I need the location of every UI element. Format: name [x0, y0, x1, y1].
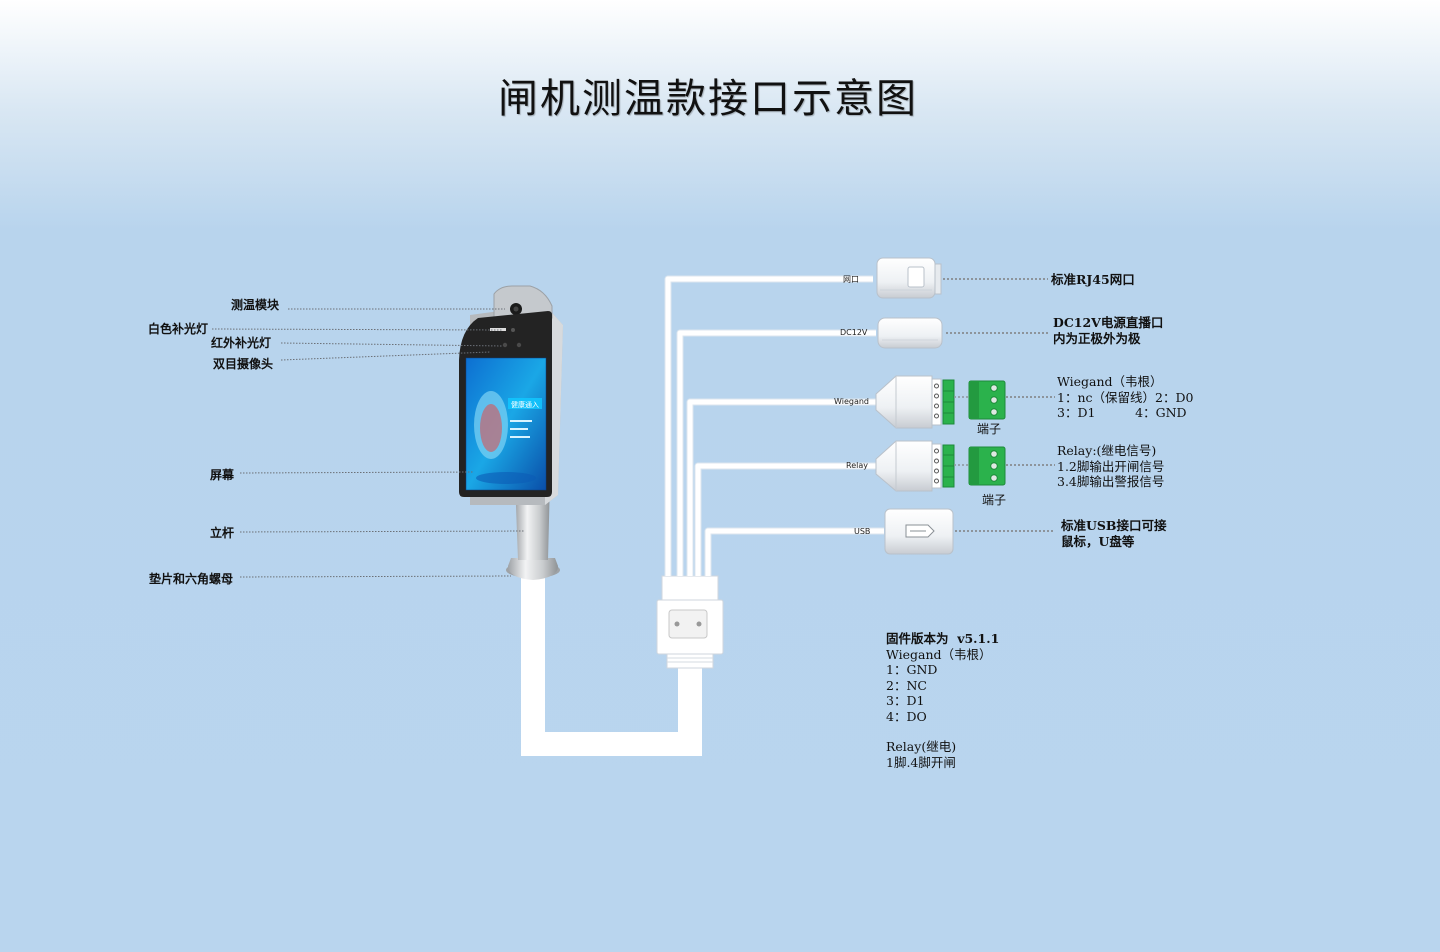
branch-cables: [664, 275, 884, 576]
desc-relay-line3: 3.4脚输出警报信号: [1057, 474, 1165, 489]
desc-dc-line2: 内为正极外为极: [1053, 330, 1141, 346]
desc-relay-line2: 1.2脚输出开闸信号: [1057, 458, 1165, 474]
firmware-line1: 固件版本为 v5.1.1: [886, 631, 1000, 646]
desc-relay-line1: Relay:(继电信号): [1057, 443, 1157, 458]
label-ir-light: 红外补光灯: [211, 336, 272, 350]
label-pole: 立杆: [210, 526, 235, 540]
terminal-label-wiegand: 端子: [977, 422, 1002, 436]
desc-wiegand-line1: Wiegand（韦根）: [1057, 374, 1163, 389]
firmware-line4: 2：NC: [886, 677, 927, 693]
desc-relay: Relay:(继电信号) 1.2脚输出开闸信号 3.4脚输出警报信号: [1057, 443, 1164, 490]
label-temp-module: 测温模块: [231, 298, 280, 312]
label-dual-camera: 双目摄像头: [213, 357, 274, 371]
firmware-line3: 1：GND: [886, 662, 938, 677]
desc-usb-line2: 鼠标，U盘等: [1061, 533, 1135, 549]
rj45-connector: [876, 257, 942, 299]
cable-tag-net: 网口: [843, 275, 859, 284]
desc-rj45: 标准RJ45网口: [1051, 272, 1135, 288]
label-screen: 屏幕: [210, 468, 235, 482]
cable-tag-dc: DC12V: [840, 328, 868, 337]
desc-usb: 标准USB接口可接 鼠标，U盘等: [1061, 518, 1167, 549]
usb-connector: [884, 508, 954, 555]
desc-dc-line1: DC12V电源直播口: [1053, 315, 1164, 330]
firmware-line6: 4：DO: [886, 708, 927, 724]
terminal-label-relay: 端子: [982, 493, 1007, 507]
label-washer-nut: 垫片和六角螺母: [149, 572, 234, 586]
cable-tag-relay: Relay: [846, 461, 868, 470]
firmware-line5: 3：D1: [886, 693, 925, 708]
main-cable: [521, 578, 702, 756]
right-leaders: [943, 278, 1055, 532]
wiegand-connector: [875, 375, 955, 429]
relay-connector: [875, 440, 955, 492]
screen-banner: 健康通入: [511, 400, 539, 409]
desc-usb-line1: 标准USB接口可接: [1061, 518, 1167, 533]
firmware-line8: 1脚.4脚开闸: [886, 754, 956, 770]
desc-rj45-text: 标准RJ45网口: [1051, 272, 1135, 287]
desc-wiegand: Wiegand（韦根） 1：nc（保留线）2：D0 3：D1 4：GND: [1057, 374, 1193, 421]
desc-wiegand-line2: 1：nc（保留线）2：D0: [1057, 389, 1194, 405]
cable-tag-wiegand: Wiegand: [834, 397, 870, 406]
label-white-light: 白色补光灯: [148, 322, 209, 336]
desc-wiegand-line3: 3：D1 4：GND: [1057, 405, 1187, 420]
firmware-line2: Wiegand（韦根）: [886, 646, 992, 662]
firmware-spacer: [886, 724, 999, 739]
cable-tag-usb: USB: [854, 527, 871, 536]
connector-block: [656, 575, 724, 669]
page-title: 闸机测温款接口示意图: [498, 76, 918, 122]
desc-dc: DC12V电源直播口 内为正极外为极: [1053, 315, 1163, 346]
relay-terminal-block: [954, 446, 1006, 486]
device-illustration: 健康通入: [459, 285, 563, 580]
dc-connector: [877, 317, 943, 349]
firmware-line7: Relay(继电): [886, 739, 957, 754]
wiegand-terminal-block: [954, 380, 1006, 420]
firmware-note: 固件版本为 v5.1.1 Wiegand（韦根） 1：GND 2：NC 3：D1…: [886, 631, 999, 770]
left-leaders: [211, 308, 526, 578]
